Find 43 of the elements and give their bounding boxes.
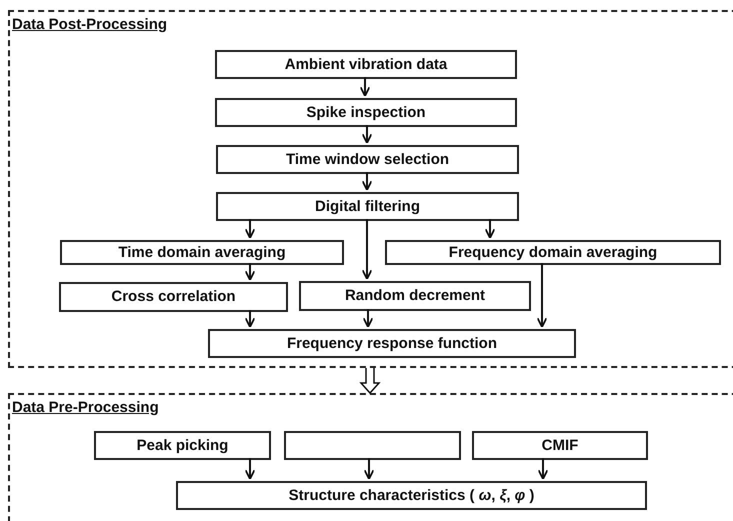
process-box [299,281,531,311]
group-heading: Data Pre-Processing [12,399,159,417]
process-box [215,50,517,79]
arrow [362,125,372,144]
arrow [360,77,370,97]
dashed-group [8,10,733,368]
process-box [176,481,647,510]
arrow [362,172,372,191]
arrow [244,219,256,239]
process-box [59,282,288,312]
group-heading: Data Post-Processing [12,16,168,34]
arrow [484,219,496,239]
arrow [538,458,548,480]
box-label: Random decrement [344,287,486,305]
process-box [216,145,519,174]
process-box [94,431,271,460]
process-box [284,431,461,460]
box-label: Frequency domain averaging [448,244,658,262]
box-label: Time domain averaging [118,244,286,262]
box-label: Spike inspection [306,104,426,122]
process-box [216,192,519,221]
arrow [362,219,372,280]
arrow [362,309,374,328]
arrow [536,263,548,328]
process-box [215,98,517,127]
arrow [244,458,256,480]
arrow [244,263,256,281]
hollow-arrow [359,367,381,394]
arrow [244,310,256,328]
box-label: Peak picking [136,436,228,454]
process-box [472,431,648,460]
process-box [208,329,576,358]
dashed-group [8,393,733,521]
box-label: CMIF [542,436,578,454]
box-label: Structure characteristics ( ω, ξ, φ ) [288,486,534,504]
process-box [60,240,344,265]
box-label: Time window selection [286,150,450,168]
process-box [385,240,721,265]
box-label: Frequency response function [286,334,498,352]
box-label: Digital filtering [315,198,420,216]
arrow [364,458,374,480]
box-label: Ambient vibration data [284,56,448,74]
box-label: Cross correlation [111,288,236,306]
